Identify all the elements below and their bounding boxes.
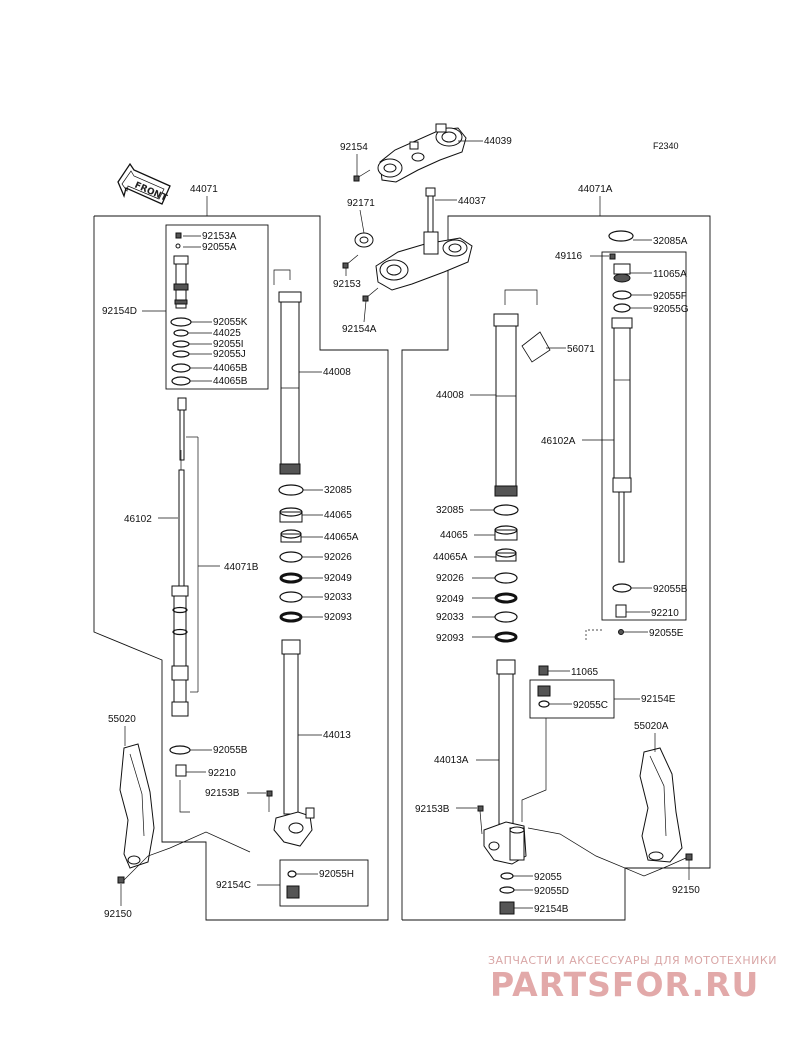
label-44071B: 44071B (224, 562, 259, 573)
label-44037: 44037 (458, 196, 486, 207)
label-92154B: 92154B (534, 904, 569, 915)
label-44071: 44071 (190, 184, 218, 195)
label-right-32085: 32085 (436, 505, 464, 516)
label-left-44008: 44008 (323, 367, 351, 378)
label-left-32085: 32085 (324, 485, 352, 496)
right-fork-guard (639, 747, 683, 863)
label-left-92026: 92026 (324, 552, 352, 563)
cartridge-cap-parts (170, 232, 192, 386)
label-92055C: 92055C (573, 700, 608, 711)
label-11065A: 11065A (653, 269, 687, 280)
label-92055F: 92055F (653, 291, 687, 302)
label-44039: 44039 (484, 136, 512, 147)
left-cartridge (171, 397, 189, 717)
label-left-92055B: 92055B (213, 745, 248, 756)
label-right-92150: 92150 (672, 885, 700, 896)
right-cartridge (611, 317, 633, 563)
label-right-92093: 92093 (436, 633, 464, 644)
assembly-outlines (93, 215, 711, 921)
label-11065: 11065 (571, 667, 599, 678)
label-left-92153B: 92153B (205, 788, 240, 799)
label-92154E: 92154E (641, 694, 676, 705)
cable-clamp (354, 232, 374, 248)
left-fork-guard (119, 743, 155, 869)
watermark-logo: PARTSFOR.RU (490, 965, 759, 1004)
cartridge-cap-box (165, 224, 269, 390)
label-92055G: 92055G (653, 304, 689, 315)
right-cartridge-cap (613, 263, 631, 283)
label-left-44065A: 44065A (324, 532, 359, 543)
label-44071A: 44071A (578, 184, 613, 195)
right-cartridge-box (601, 251, 687, 621)
upper-triple-clamp (377, 123, 467, 183)
left-outer-tube (273, 269, 302, 475)
label-left-92093: 92093 (324, 612, 352, 623)
label-46102: 46102 (124, 514, 152, 525)
label-92153A: 92153A (202, 231, 237, 242)
label-92055K: 92055K (213, 317, 248, 328)
label-55020A: 55020A (634, 721, 669, 732)
label-32085A: 32085A (653, 236, 688, 247)
left-bottom-cap-box (279, 859, 369, 907)
right-label-sticker (521, 331, 551, 363)
label-92153: 92153 (333, 279, 361, 290)
label-right-92210: 92210 (651, 608, 679, 619)
label-92055A: 92055A (202, 242, 237, 253)
label-left-44013: 44013 (323, 730, 351, 741)
label-44013A: 44013A (434, 755, 469, 766)
label-right-44008: 44008 (436, 390, 464, 401)
label-left-92150: 92150 (104, 909, 132, 920)
label-92154: 92154 (340, 142, 368, 153)
label-46102A: 46102A (541, 436, 576, 447)
label-left-92049: 92049 (324, 573, 352, 584)
label-92171: 92171 (347, 198, 375, 209)
front-arrow-icon: FRONT (117, 162, 171, 205)
label-49116: 49116 (555, 251, 583, 262)
label-right-92049: 92049 (436, 594, 464, 605)
label-right-92153B: 92153B (415, 804, 450, 815)
label-56071: 56071 (567, 344, 595, 355)
label-right-92033: 92033 (436, 612, 464, 623)
label-92055D: 92055D (534, 886, 569, 897)
label-92154C: 92154C (216, 880, 251, 891)
diagram-code: F2340 (653, 141, 679, 151)
label-92154A: 92154A (342, 324, 377, 335)
label-right-92026: 92026 (436, 573, 464, 584)
label-right-92055B: 92055B (653, 584, 688, 595)
label-44065B-2: 44065B (213, 376, 248, 387)
label-right-44065A: 44065A (433, 552, 468, 563)
label-92055I: 92055I (213, 339, 244, 350)
label-55020: 55020 (108, 714, 136, 725)
left-inner-tube (273, 639, 315, 847)
watermark-line1: ЗАПЧАСТИ И АКСЕССУАРЫ ДЛЯ МОТОТЕХНИКИ (488, 954, 777, 967)
right-inner-tube (483, 659, 527, 865)
label-right-92055: 92055 (534, 872, 562, 883)
top-bolts (342, 169, 379, 302)
label-92055J: 92055J (213, 349, 246, 360)
steering-stem (375, 187, 473, 291)
label-44065B-1: 44065B (213, 363, 248, 374)
label-right-44065: 44065 (440, 530, 468, 541)
label-left-92210: 92210 (208, 768, 236, 779)
left-seal-stack (278, 484, 304, 623)
label-44025: 44025 (213, 328, 241, 339)
label-92154D: 92154D (102, 306, 137, 317)
label-left-44065: 44065 (324, 510, 352, 521)
right-seal-stack (493, 504, 519, 643)
label-left-92033: 92033 (324, 592, 352, 603)
label-92055E: 92055E (649, 628, 684, 639)
label-left-92055H: 92055H (319, 869, 354, 880)
right-outer-tube (493, 289, 538, 497)
